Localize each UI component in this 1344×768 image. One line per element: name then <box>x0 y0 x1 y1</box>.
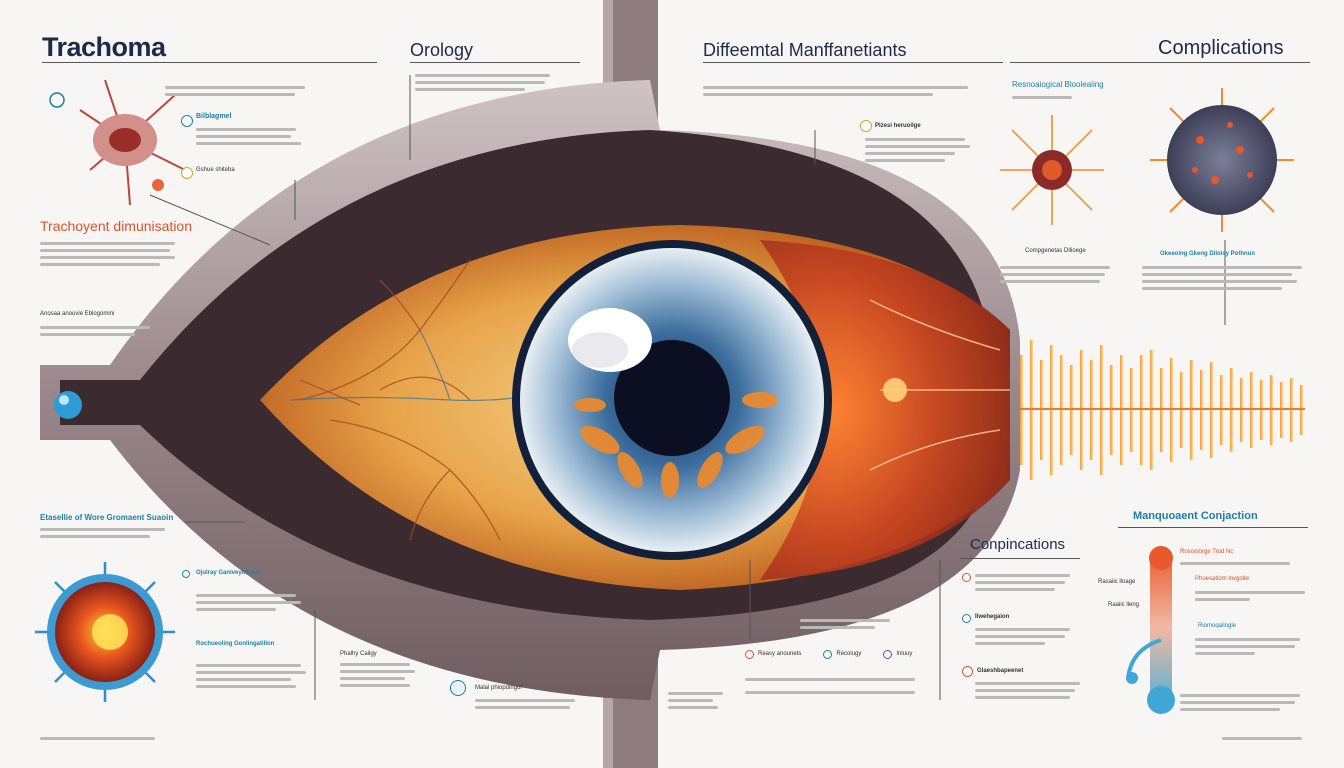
cell-icon <box>79 79 186 206</box>
thermo-label-1: Rosoniorge Trod Nc <box>1180 549 1234 555</box>
grey-cell-icon <box>1150 88 1294 232</box>
thermometer-icon <box>1126 546 1175 714</box>
virus-icon <box>35 562 175 702</box>
thermo-label-3: Riomoqalingle <box>1198 623 1237 629</box>
complication-item-2: Glaeshbapeenet <box>977 668 1024 674</box>
manquoaent-heading: Manquoaent Conjaction <box>1133 510 1258 522</box>
page-title: Trachoma <box>42 32 166 62</box>
green-label-2: Rochueoling Gonlingatillon <box>196 641 275 647</box>
complication-item-1: Ilwehegaion <box>975 614 1010 620</box>
thermo-side-label-1: Rasaiic lloage <box>1098 579 1136 585</box>
info-dot-icon <box>860 120 872 132</box>
legend-dot-icon <box>883 650 893 659</box>
red-virus-icon <box>1000 115 1104 225</box>
legend-item: Reasy anounets <box>745 650 801 659</box>
compgenetas-label: Compgenetas Dllioege <box>1025 248 1086 254</box>
legend-dot-icon <box>823 650 833 659</box>
thermo-label-2: Phuesatlom lnvgoite <box>1195 576 1250 582</box>
lower-heading: Etasellie of Wore Gromaent Suaoin <box>40 513 174 522</box>
blue-label-2: Gshue shiteba <box>196 167 235 173</box>
plzesi-label: Plzesi heruoilge <box>875 123 921 129</box>
info-dot-icon <box>450 680 466 696</box>
green-label-1: Ojulray Ganiveyctiaon <box>196 570 260 576</box>
info-dot-icon <box>181 115 193 127</box>
legend-item: Recolugy <box>823 650 861 659</box>
legend-item: Inluuy <box>883 650 912 659</box>
blue-label-1: Bilblagmel <box>196 113 232 120</box>
thermo-side-label-2: Raaiic lleng <box>1108 602 1140 608</box>
orange-heading: Trachoyent dimunisation <box>40 218 193 234</box>
resnoaiogical-label: Resnoaiogical Blooleaiing <box>1012 80 1104 89</box>
blue-orb-icon <box>54 391 82 419</box>
orology-title: Orology <box>410 40 474 60</box>
small-heading: Anosaa anouvie Eblogomini <box>40 311 115 317</box>
legend-dot-icon <box>745 650 754 659</box>
malal-label: Malal phiopdingor <box>475 685 523 691</box>
legend: Reasy anounets Recolugy Inluuy <box>745 650 912 659</box>
okeeoing-label: Okeeoing Gkeng Diloisy Pothnun <box>1160 251 1256 257</box>
complications-title: Complications <box>1158 37 1284 59</box>
info-dot-icon <box>181 167 193 179</box>
intro-text-block <box>165 82 315 100</box>
differential-title: Diffeemtal Manffanetiants <box>703 40 907 60</box>
conpincations-heading: Conpincations <box>970 536 1066 553</box>
phalhy-label: Phalhy Cailgy <box>340 651 377 657</box>
